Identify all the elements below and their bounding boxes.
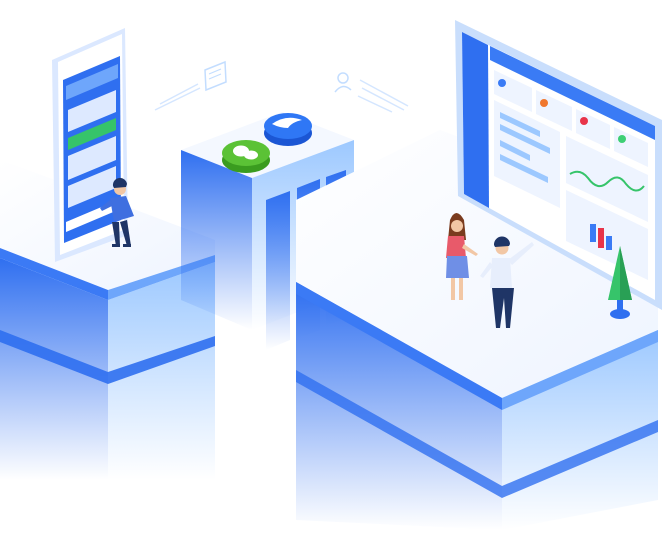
dashboard-line-chart — [566, 136, 648, 222]
feather-badge-icon — [264, 113, 312, 146]
floating-user-icon — [334, 72, 409, 113]
dashboard-list-panel — [494, 100, 560, 208]
stat-cards — [494, 70, 648, 167]
man-at-phone — [100, 177, 134, 247]
phone-highlight-bar — [68, 118, 116, 150]
left-platform — [0, 160, 215, 480]
dashboard-sidebar — [462, 32, 489, 208]
tree-decoration — [608, 246, 632, 319]
dashboard-monitor — [455, 20, 662, 310]
floating-document-icon — [154, 60, 227, 111]
man-pointing-figure — [480, 236, 534, 328]
wechat-badge-icon — [222, 140, 270, 173]
woman-figure — [446, 213, 478, 300]
dashboard-bar-chart — [566, 190, 648, 280]
dashboard-header — [490, 46, 655, 140]
